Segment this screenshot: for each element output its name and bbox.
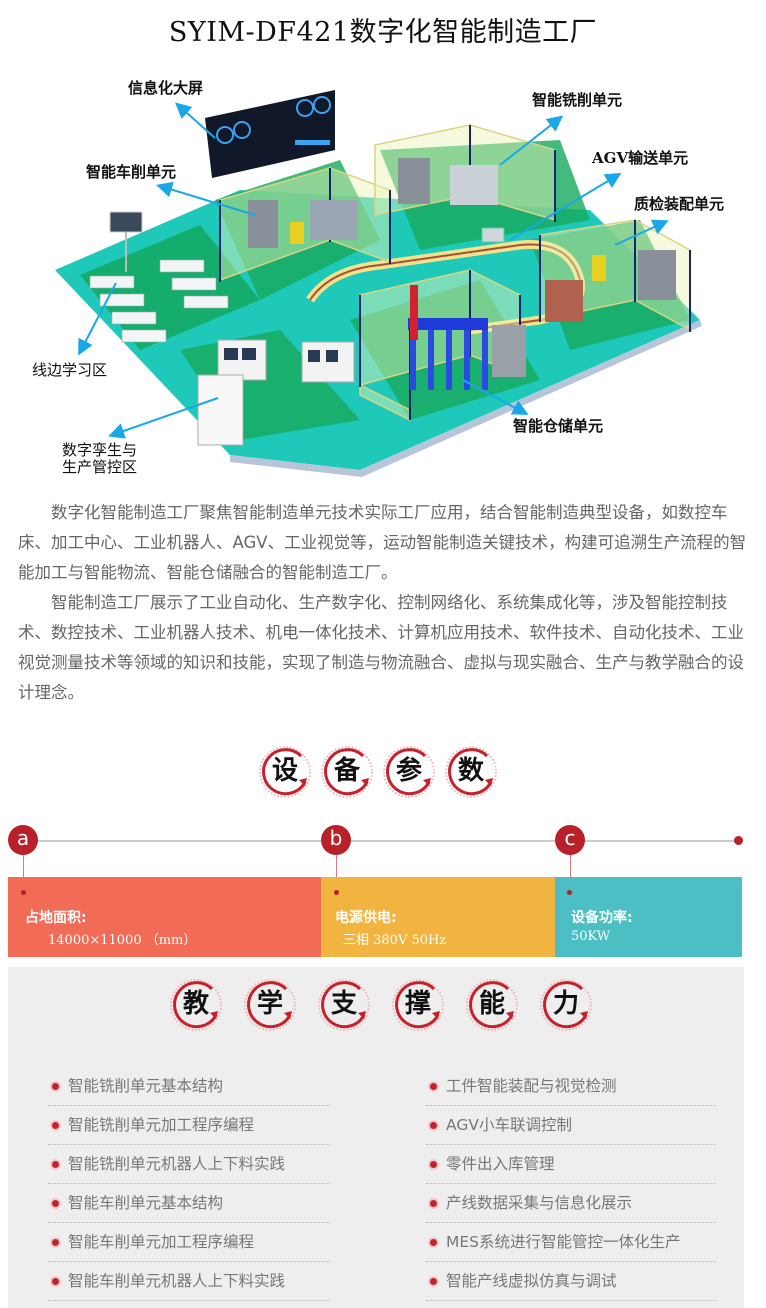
list-item: 产线数据采集与信息化展示 bbox=[426, 1184, 716, 1223]
bullet-dot-icon bbox=[52, 1161, 59, 1168]
spec-label: 设备功率: bbox=[571, 910, 633, 926]
timeline-stem bbox=[23, 855, 24, 892]
circular-arrow-icon bbox=[318, 979, 370, 1031]
bullet-dot-icon bbox=[430, 1161, 437, 1168]
teaching-list-right: 工件智能装配与视觉检测 AGV小车联调控制 零件出入库管理 产线数据采集与信息化… bbox=[426, 1067, 716, 1301]
circular-arrow-icon bbox=[540, 979, 592, 1031]
timeline-node-c: c bbox=[555, 825, 585, 855]
circular-arrow-icon bbox=[259, 746, 311, 798]
list-item: 智能铣削单元基本结构 bbox=[48, 1067, 330, 1106]
bullet-dot-icon bbox=[52, 1239, 59, 1246]
callout-qc-assembly-unit: 质检装配单元 bbox=[634, 195, 725, 213]
spec-value: 三相 380V 50Hz bbox=[343, 933, 447, 948]
list-item: 智能产线虚拟仿真与调试 bbox=[426, 1262, 716, 1301]
callout-twin-control-area: 数字孪生与 生产管控区 bbox=[62, 442, 137, 476]
callout-agv-unit: AGV输送单元 bbox=[592, 149, 689, 167]
spec-marker-dot bbox=[21, 890, 26, 895]
spec-floor-area: 占地面积: 14000×11000 （mm） bbox=[8, 877, 321, 957]
spec-value: 50KW bbox=[571, 929, 611, 944]
spec-marker-dot bbox=[334, 890, 339, 895]
spec-value: 14000×11000 （mm） bbox=[48, 933, 197, 948]
callout-info-screen: 信息化大屏 bbox=[128, 79, 204, 97]
callout-milling-unit: 智能铣削单元 bbox=[532, 91, 623, 109]
circular-arrow-icon bbox=[321, 746, 373, 798]
list-item: 智能车削单元机器人上下料实践 bbox=[48, 1262, 330, 1301]
bullet-dot-icon bbox=[430, 1278, 437, 1285]
list-item: 零件出入库管理 bbox=[426, 1145, 716, 1184]
callout-storage-unit: 智能仓储单元 bbox=[513, 417, 604, 435]
bullet-dot-icon bbox=[52, 1122, 59, 1129]
spec-label: 占地面积: bbox=[25, 910, 87, 926]
intro-paragraph-1: 数字化智能制造工厂聚焦智能制造单元技术实际工厂应用，结合智能制造典型设备，如数控… bbox=[18, 503, 747, 582]
intro-paragraph-2: 智能制造工厂展示了工业自动化、生产数字化、控制网络化、系统集成化等，涉及智能控制… bbox=[18, 593, 744, 702]
bullet-dot-icon bbox=[430, 1122, 437, 1129]
list-item: 智能车削单元加工程序编程 bbox=[48, 1223, 330, 1262]
bullet-dot-icon bbox=[430, 1200, 437, 1207]
callout-twin-line1: 数字孪生与 bbox=[62, 441, 138, 459]
circular-arrow-icon bbox=[170, 979, 222, 1031]
heading-badge: 力 bbox=[538, 977, 594, 1033]
list-item: MES系统进行智能管控一体化生产 bbox=[426, 1223, 716, 1262]
bullet-dot-icon bbox=[430, 1083, 437, 1090]
teaching-support-section: 教 学 支 撑 能 力 智能铣削单元基本结构 智能铣削单元加工程序编程 智能铣削… bbox=[8, 967, 744, 1308]
heading-badge: 教 bbox=[168, 977, 224, 1033]
list-item: 智能铣削单元机器人上下料实践 bbox=[48, 1145, 330, 1184]
timeline-stem bbox=[570, 855, 571, 892]
timeline-end-dot bbox=[734, 836, 743, 845]
bullet-dot-icon bbox=[52, 1083, 59, 1090]
spec-power-rating: 设备功率: 50KW bbox=[555, 877, 742, 957]
callout-turning-unit: 智能车削单元 bbox=[86, 163, 177, 181]
heading-badge: 数 bbox=[443, 744, 499, 800]
bullet-dot-icon bbox=[52, 1278, 59, 1285]
params-heading: 设 备 参 数 bbox=[257, 744, 499, 800]
teaching-heading: 教 学 支 撑 能 力 bbox=[168, 977, 594, 1033]
heading-badge: 能 bbox=[464, 977, 520, 1033]
circular-arrow-icon bbox=[466, 979, 518, 1031]
timeline-node-b: b bbox=[321, 825, 351, 855]
factory-layout-illustration: 信息化大屏 智能车削单元 智能铣削单元 AGV输送单元 质检装配单元 线边学习区… bbox=[0, 60, 766, 490]
heading-badge: 支 bbox=[316, 977, 372, 1033]
heading-badge: 学 bbox=[242, 977, 298, 1033]
callout-twin-line2: 生产管控区 bbox=[62, 458, 138, 476]
heading-badge: 参 bbox=[381, 744, 437, 800]
timeline-node-a: a bbox=[8, 825, 38, 855]
bullet-dot-icon bbox=[52, 1200, 59, 1207]
list-item: 智能铣削单元加工程序编程 bbox=[48, 1106, 330, 1145]
spec-label: 电源供电: bbox=[335, 910, 397, 926]
circular-arrow-icon bbox=[383, 746, 435, 798]
circular-arrow-icon bbox=[445, 746, 497, 798]
teaching-list-left: 智能铣削单元基本结构 智能铣削单元加工程序编程 智能铣削单元机器人上下料实践 智… bbox=[48, 1067, 330, 1301]
list-item: AGV小车联调控制 bbox=[426, 1106, 716, 1145]
callout-study-area: 线边学习区 bbox=[32, 361, 108, 379]
timeline-stem bbox=[336, 855, 337, 892]
bullet-dot-icon bbox=[430, 1239, 437, 1246]
factory-floor-graphic bbox=[55, 90, 702, 477]
spec-marker-dot bbox=[567, 890, 572, 895]
timeline-line bbox=[22, 840, 740, 842]
heading-badge: 设 bbox=[257, 744, 313, 800]
list-item: 工件智能装配与视觉检测 bbox=[426, 1067, 716, 1106]
intro-text: 数字化智能制造工厂聚焦智能制造单元技术实际工厂应用，结合智能制造典型设备，如数控… bbox=[18, 498, 748, 708]
heading-badge: 撑 bbox=[390, 977, 446, 1033]
circular-arrow-icon bbox=[392, 979, 444, 1031]
heading-badge: 备 bbox=[319, 744, 375, 800]
circular-arrow-icon bbox=[244, 979, 296, 1031]
page-title: SYIM-DF421数字化智能制造工厂 bbox=[168, 17, 598, 48]
list-item: 智能车削单元基本结构 bbox=[48, 1184, 330, 1223]
spec-power-supply: 电源供电: 三相 380V 50Hz bbox=[321, 877, 555, 957]
